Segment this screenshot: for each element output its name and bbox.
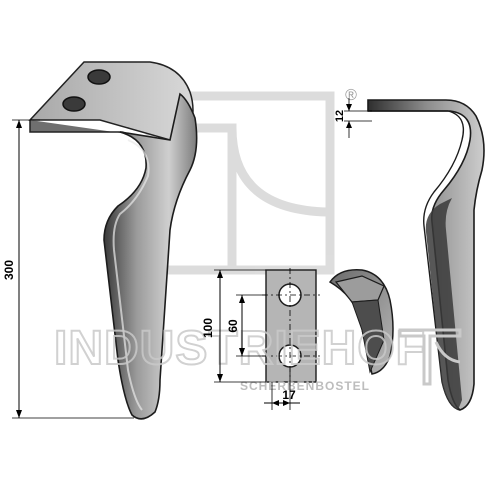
- tine-side-view: [367, 99, 485, 411]
- hole-detail-view: [262, 268, 320, 392]
- dimension-thickness: 12: [334, 98, 372, 138]
- dimension-hole-offset: 17: [264, 368, 300, 410]
- dimension-hole-spacing-label: 60: [226, 319, 240, 333]
- mounting-hole-icon: [62, 96, 86, 112]
- tine-front-view: [28, 61, 198, 420]
- dimension-hole-spacing: 60: [226, 294, 266, 357]
- dimension-hole-offset-label: 17: [282, 388, 296, 402]
- watermark-sub: SCHERBENBOSTEL: [240, 379, 370, 393]
- registered-mark: ®: [345, 87, 357, 104]
- dimension-outer-spacing: 100: [201, 269, 266, 383]
- dimension-height-label: 300: [2, 260, 16, 280]
- dimension-thickness-label: 12: [334, 110, 346, 122]
- tip-cross-section: [328, 269, 394, 375]
- dimension-outer-spacing-label: 100: [201, 318, 215, 338]
- dimension-height: 300: [2, 119, 134, 419]
- mounting-hole-icon: [87, 69, 111, 85]
- watermark-glyph-icon: [398, 328, 462, 386]
- tine-blade-front: [103, 92, 198, 420]
